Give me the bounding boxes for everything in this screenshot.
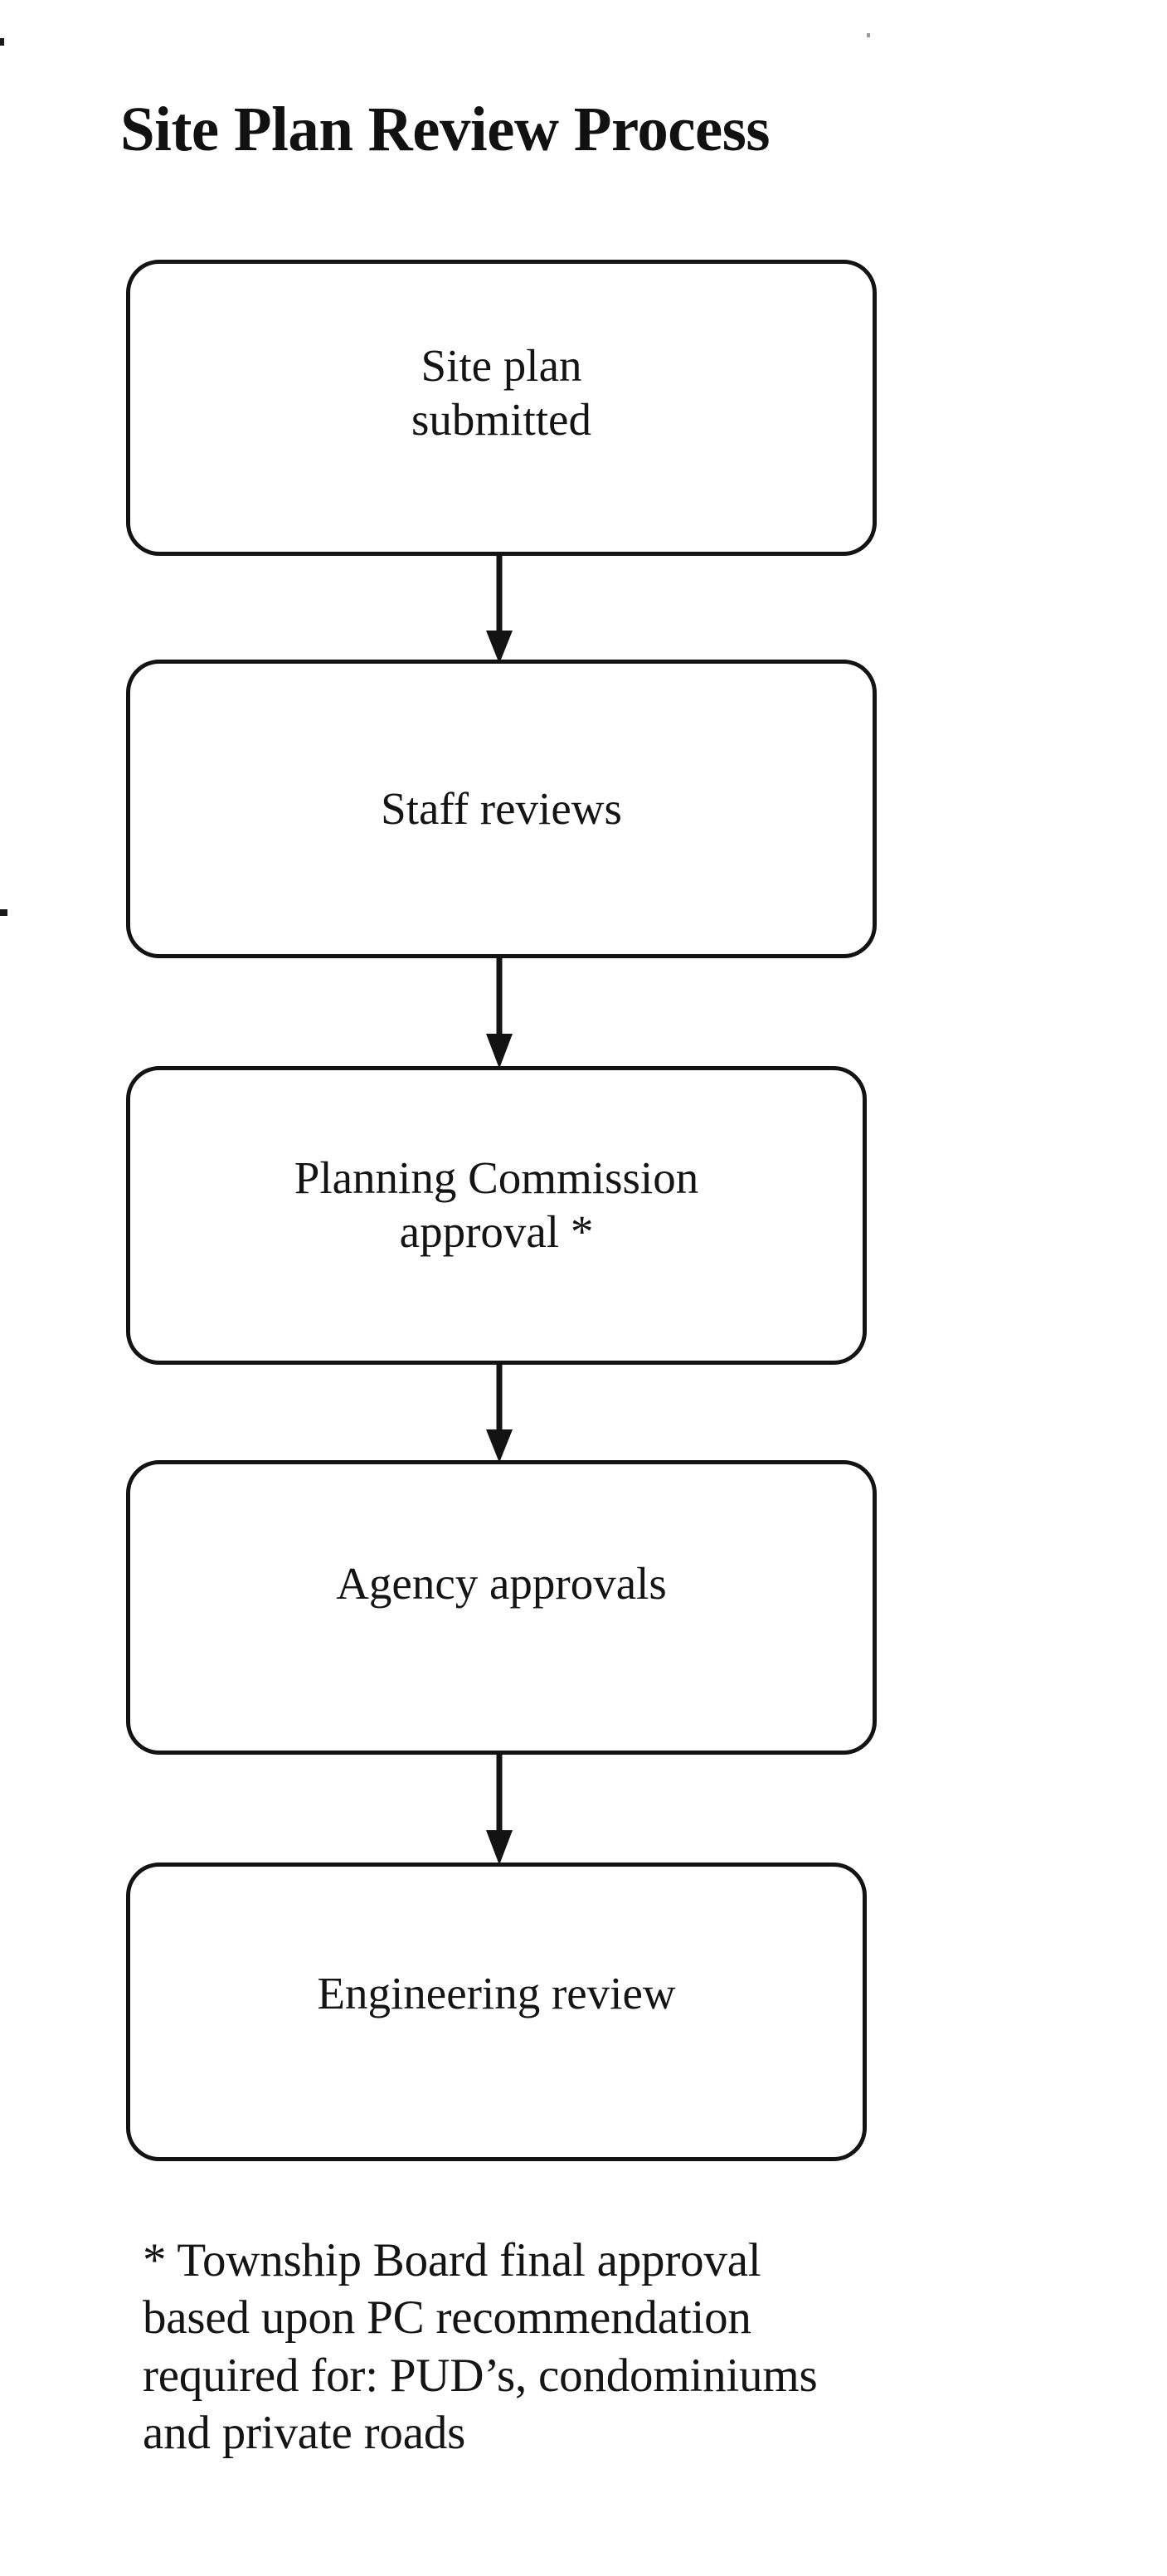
connector-arrow-down-1 — [479, 554, 519, 664]
connector-arrow-down-4 — [479, 1752, 519, 1865]
flow-step-label: Staff reviews — [381, 782, 622, 834]
scan-speck-top-left — [0, 38, 4, 46]
flow-step-staff-reviews[interactable]: Staff reviews — [126, 660, 877, 958]
flow-step-planning-commission-approval[interactable]: Planning Commission approval * — [126, 1066, 867, 1365]
scan-speck-mid-left — [0, 909, 7, 916]
flow-step-label: Engineering review — [317, 1967, 676, 2018]
flow-step-label: Agency approvals — [336, 1558, 667, 1609]
connector-arrow-down-2 — [479, 956, 519, 1069]
footnote-text: * Township Board final approval based up… — [143, 2234, 818, 2459]
scan-speck-title-area — [867, 33, 870, 37]
flow-step-engineering-review[interactable]: Engineering review — [126, 1863, 867, 2161]
flow-step-agency-approvals[interactable]: Agency approvals — [126, 1460, 877, 1755]
flow-step-label: Planning Commission approval * — [294, 1152, 699, 1257]
flow-step-site-plan-submitted[interactable]: Site plan submitted — [126, 260, 877, 556]
flow-step-label: Site plan submitted — [411, 339, 591, 445]
page-title: Site Plan Review Process — [120, 95, 771, 164]
connector-arrow-down-3 — [479, 1362, 519, 1463]
